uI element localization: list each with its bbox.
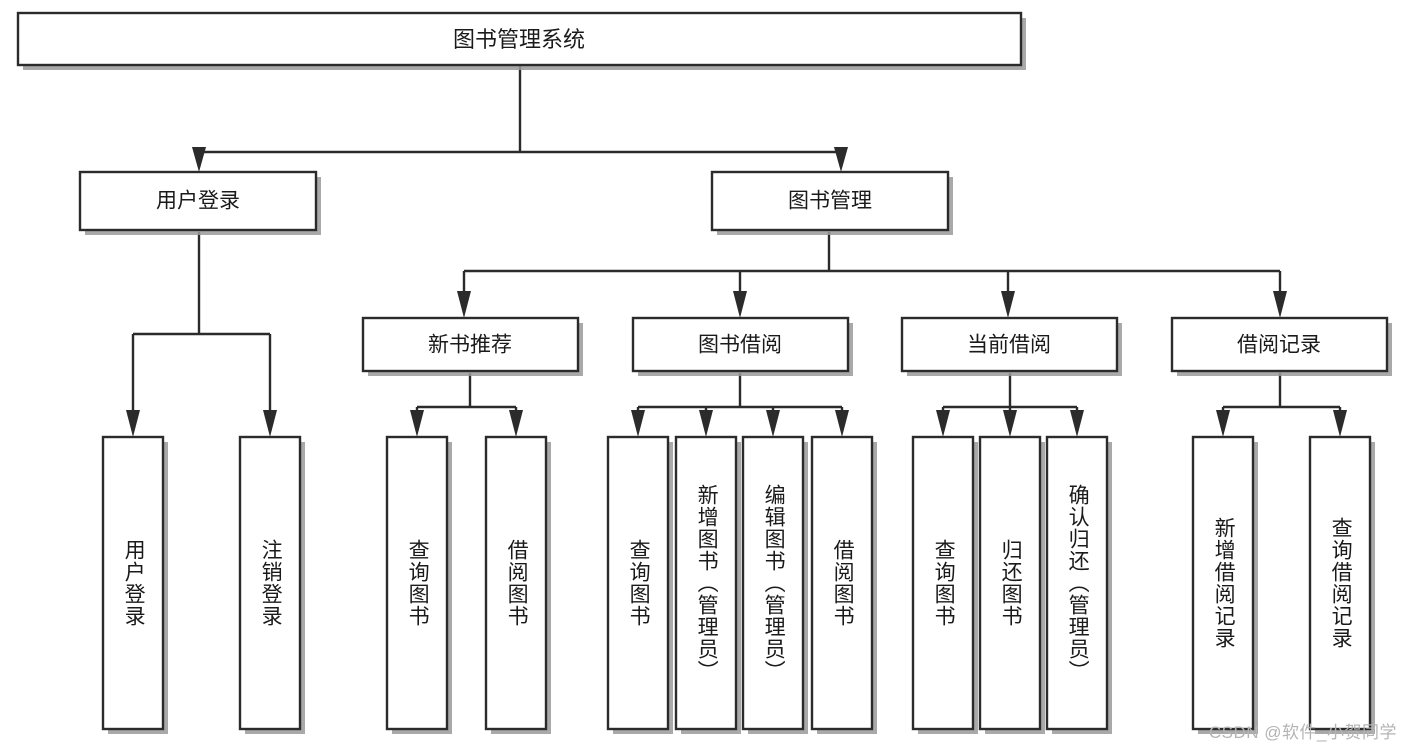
leaf-box-cb-confirm[interactable]: [1045, 435, 1109, 731]
connector-userlogin-to-leaves: [126, 232, 277, 437]
node-book-borrow-label: 图书借阅: [698, 334, 782, 357]
leaf-box-bb-query[interactable]: [606, 435, 670, 731]
connector-record-to-leaves: [1216, 373, 1347, 437]
leaf-box-logout[interactable]: [238, 435, 302, 731]
arrow-head-icon: [834, 147, 848, 172]
arrow-head-icon: [766, 410, 780, 437]
leaf-box-user-login[interactable]: [101, 435, 165, 731]
node-book-borrow[interactable]: 图书借阅: [631, 316, 853, 376]
node-book-management[interactable]: 图书管理: [710, 170, 953, 235]
arrow-head-icon: [1333, 410, 1347, 437]
node-book-management-label: 图书管理: [788, 190, 872, 213]
leaf-box-br-add[interactable]: [1191, 435, 1255, 731]
arrow-head-icon: [936, 410, 950, 437]
connector-bookmgmt-to-level3: [457, 232, 1287, 318]
connector-newbook-to-leaves: [410, 373, 523, 437]
node-user-login-label: 用户登录: [156, 190, 240, 213]
arrow-head-icon: [1001, 291, 1015, 318]
arrow-head-icon: [1273, 291, 1287, 318]
arrow-head-icon: [733, 291, 747, 318]
connector-root-to-level2: [192, 66, 848, 172]
node-root-label: 图书管理系统: [453, 27, 585, 52]
node-borrow-record-label: 借阅记录: [1237, 334, 1321, 357]
leaf-box-nb-query[interactable]: [385, 435, 449, 731]
arrow-head-icon: [835, 410, 849, 437]
node-new-book-recommend-label: 新书推荐: [428, 334, 512, 357]
leaf-box-cb-query[interactable]: [911, 435, 975, 731]
arrow-head-icon: [1070, 410, 1084, 437]
node-current-borrow[interactable]: 当前借阅: [900, 316, 1122, 376]
leaf-box-br-query[interactable]: [1308, 435, 1372, 731]
arrow-head-icon: [509, 410, 523, 437]
arrow-head-icon: [1003, 410, 1017, 437]
node-user-login[interactable]: 用户登录: [78, 170, 321, 235]
connector-current-to-leaves: [936, 373, 1084, 437]
arrow-head-icon: [263, 410, 277, 437]
leaf-box-nb-borrow[interactable]: [484, 435, 548, 731]
node-new-book-recommend[interactable]: 新书推荐: [361, 316, 583, 376]
arrow-head-icon: [410, 410, 424, 437]
node-root[interactable]: 图书管理系统: [16, 11, 1026, 70]
arrow-head-icon: [699, 410, 713, 437]
node-current-borrow-label: 当前借阅: [967, 334, 1051, 357]
leaf-boxes: [101, 435, 1375, 734]
arrow-head-icon: [1216, 410, 1230, 437]
arrow-head-icon: [192, 147, 206, 172]
connector-borrow-to-leaves: [631, 373, 849, 437]
arrow-head-icon: [631, 410, 645, 437]
leaf-box-cb-return[interactable]: [978, 435, 1042, 731]
leaf-box-bb-add[interactable]: [674, 435, 738, 731]
arrow-head-icon: [126, 410, 140, 437]
arrow-head-icon: [457, 291, 471, 318]
leaf-box-bb-edit[interactable]: [741, 435, 805, 731]
leaf-box-bb-borrow[interactable]: [810, 435, 874, 731]
node-borrow-record[interactable]: 借阅记录: [1170, 316, 1392, 376]
watermark-text: CSDN @软件_小贺同学: [1208, 723, 1397, 742]
